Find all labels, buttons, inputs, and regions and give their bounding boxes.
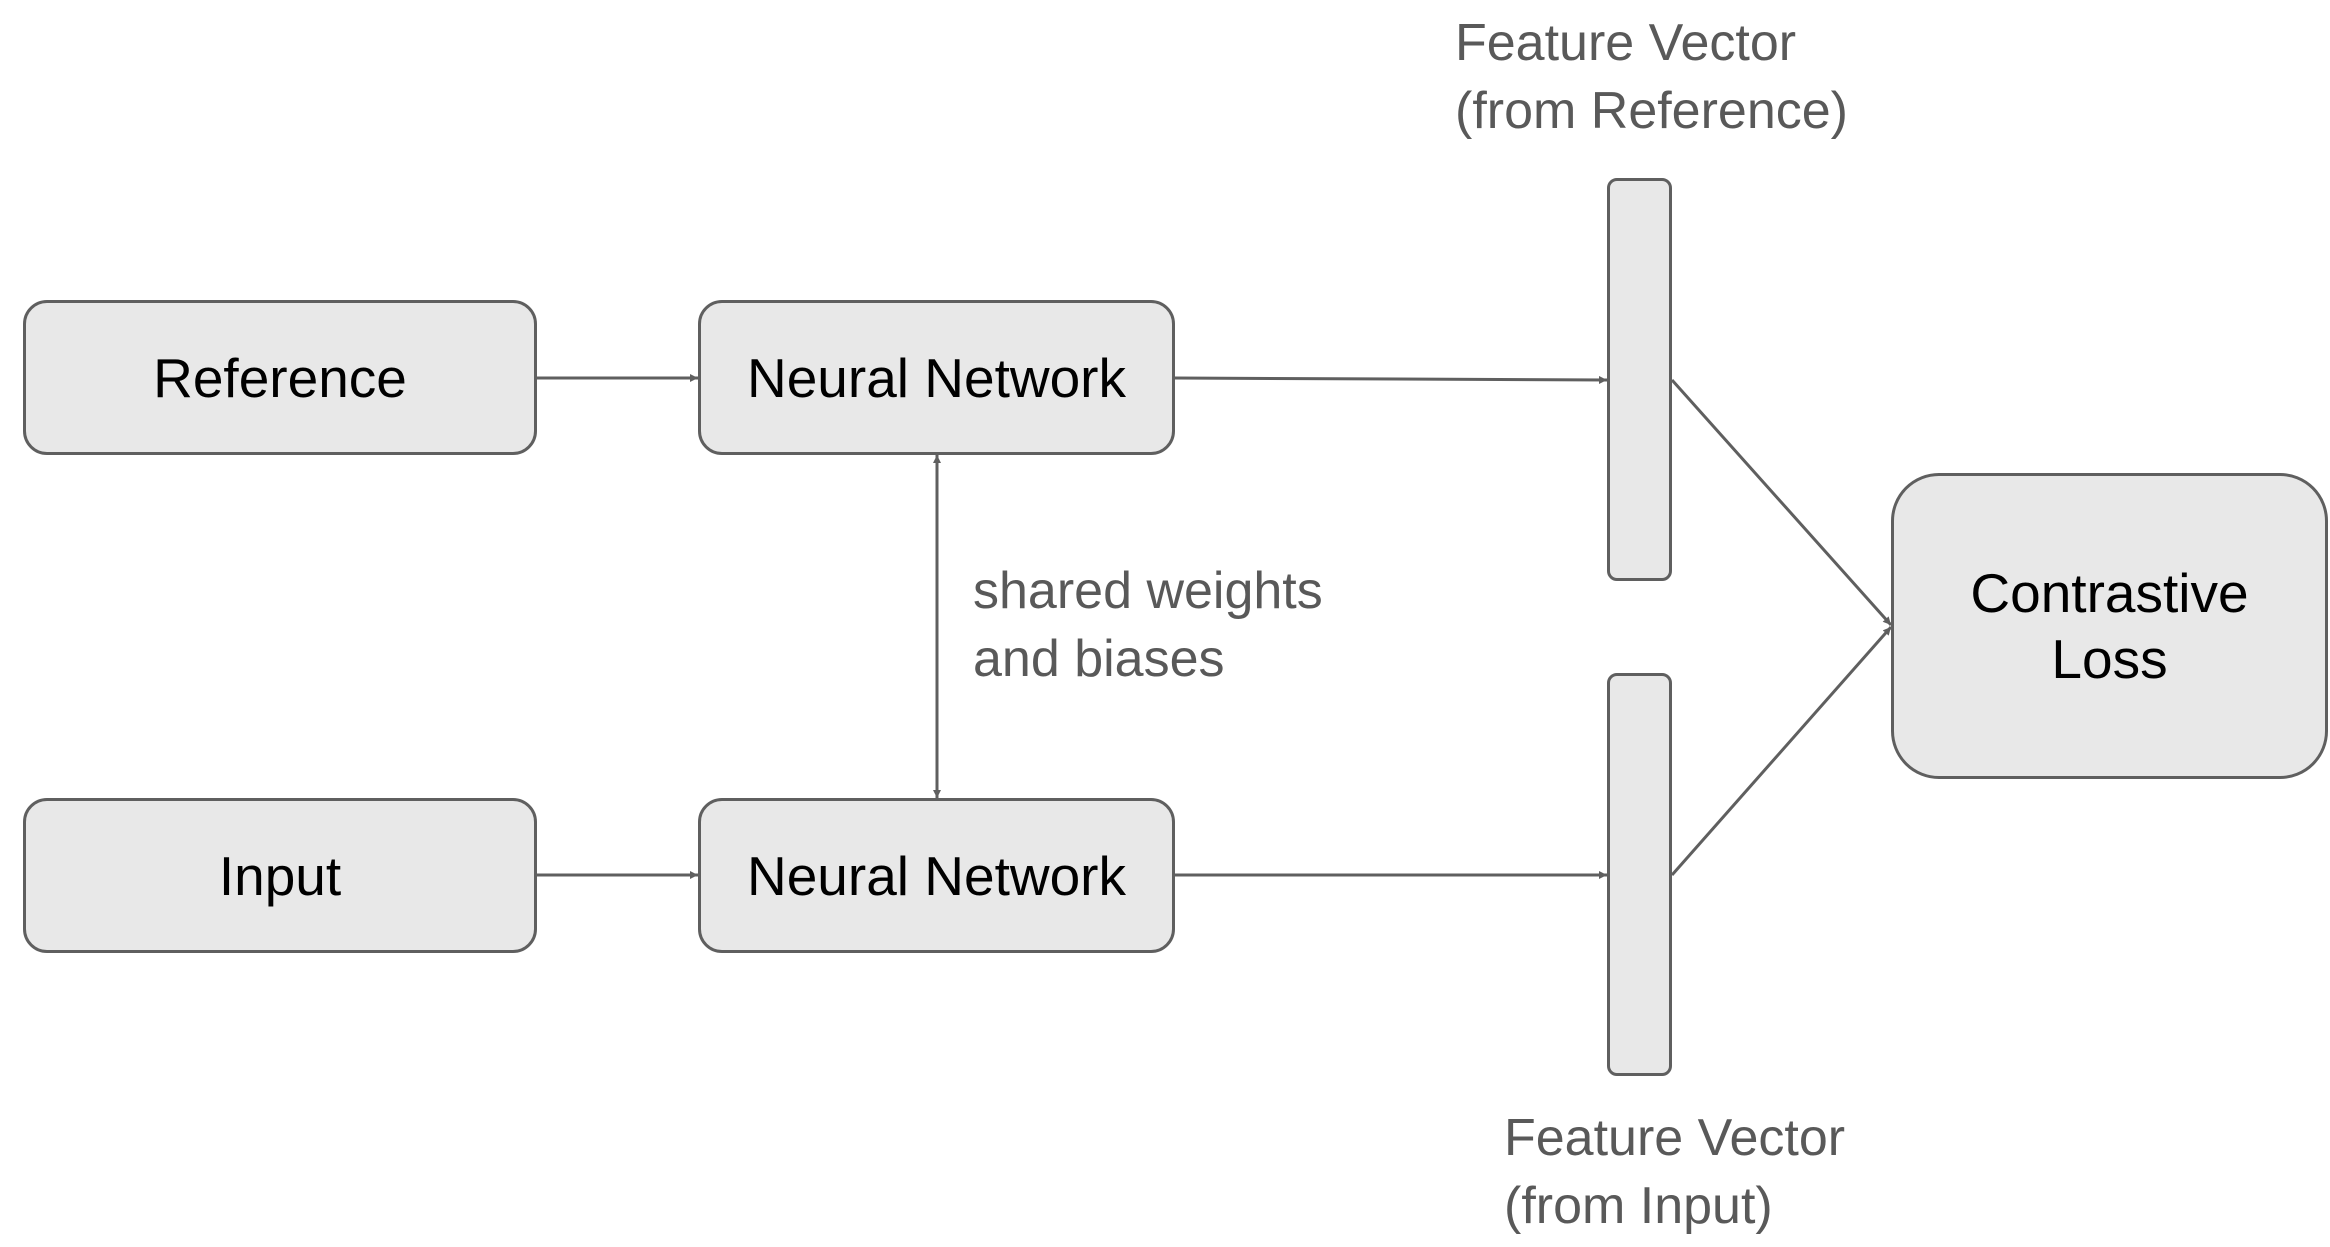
neural-network-bottom-box: Neural Network [698, 798, 1175, 953]
feature-vector-reference-line-1: Feature Vector [1455, 14, 1797, 72]
neural-network-bottom-label: Neural Network [746, 844, 1126, 907]
feature-vector-reference-label: Feature Vector (from Reference) [1455, 10, 1848, 145]
reference-label: Reference [153, 346, 407, 409]
neural-network-top-label: Neural Network [746, 346, 1126, 409]
input-label: Input [218, 844, 342, 907]
arrow-reference-vector-to-loss [1670, 379, 1893, 626]
arrow-network-to-reference-vector [1174, 375, 1608, 384]
contrastive-loss-label-line-1: Contrastive [1970, 562, 2249, 624]
neural-network-top-box: Neural Network [698, 300, 1175, 455]
feature-vector-input [1607, 673, 1672, 1076]
feature-vector-input-line-2: (from Input) [1504, 1176, 1773, 1235]
contrastive-loss-label-line-2: Loss [2051, 628, 2168, 690]
reference-box: Reference [23, 300, 537, 455]
feature-vector-reference [1607, 178, 1672, 581]
shared-weights-label: shared weights and biases [973, 558, 1323, 693]
contrastive-loss-box: Contrastive Loss [1891, 473, 2328, 779]
feature-vector-input-label: Feature Vector (from Input) [1504, 1105, 1845, 1240]
shared-weights-line-2: and biases [973, 629, 1225, 688]
feature-vector-input-line-1: Feature Vector [1504, 1109, 1846, 1167]
arrow-input-vector-to-loss [1670, 626, 1893, 876]
shared-weights-line-1: shared weights [973, 562, 1323, 620]
feature-vector-reference-line-2: (from Reference) [1455, 81, 1848, 140]
input-box: Input [23, 798, 537, 953]
